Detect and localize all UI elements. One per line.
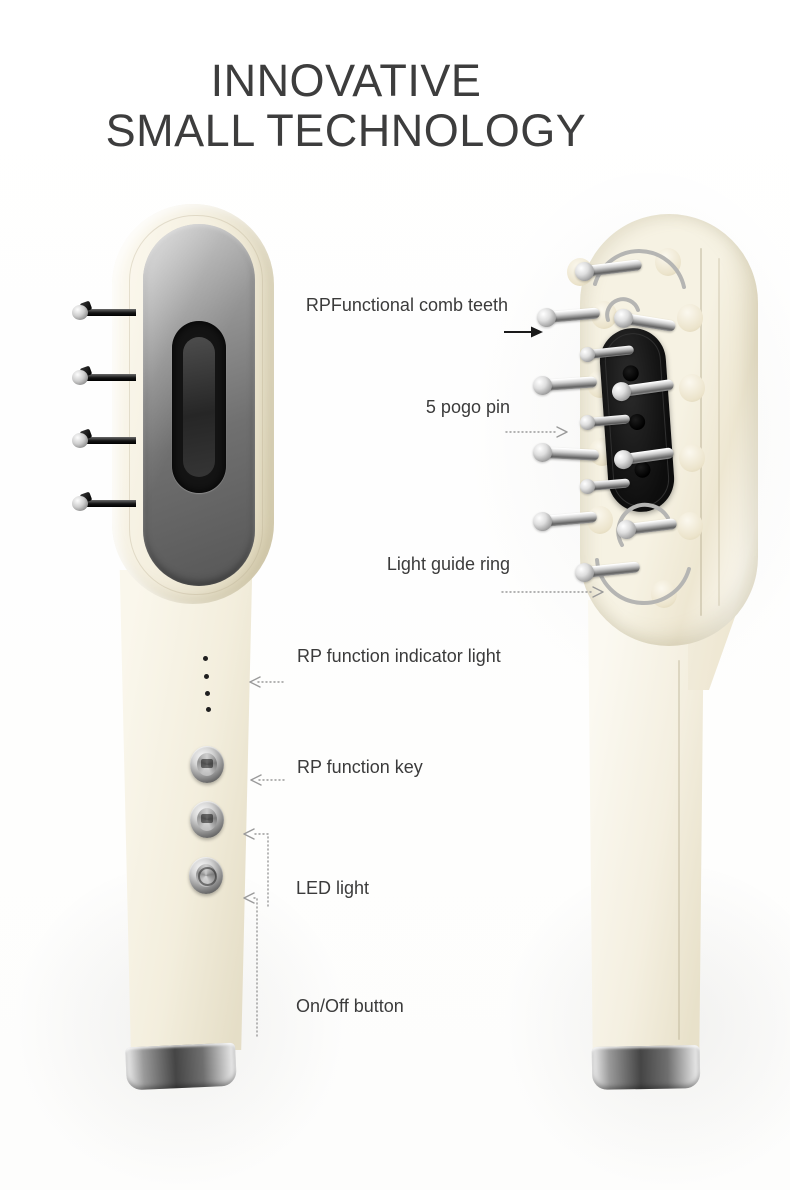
comb-tooth: [72, 300, 136, 322]
tooth-base-dome: [655, 248, 681, 276]
tooth-base-dome: [677, 512, 703, 540]
function-key-arrow: [250, 774, 288, 786]
rp-function-key-button: [190, 746, 224, 783]
on-off-button: [189, 857, 223, 894]
right-device-seam: [678, 660, 680, 1040]
left-device-window: [172, 321, 226, 493]
callout-indicator-light: RP function indicator light: [297, 646, 501, 666]
tooth-base-dome: [651, 580, 677, 608]
title-line-2: SMALL TECHNOLOGY: [105, 105, 587, 156]
indicator-light-dot: [205, 691, 210, 696]
right-device-seam: [700, 248, 702, 616]
indicator-light-arrow: [249, 676, 287, 688]
tooth-base-dome: [677, 304, 703, 332]
right-device-handle: [588, 600, 704, 1050]
led-light-button: [190, 801, 224, 838]
right-device-seam: [718, 258, 720, 606]
left-device-handle: [119, 570, 253, 1050]
right-device-metal-base: [591, 1045, 701, 1090]
left-device-display-panel: [143, 224, 255, 586]
indicator-light-dot: [204, 674, 209, 679]
indicator-light-dot: [206, 707, 211, 712]
comb-tooth: [72, 428, 136, 450]
comb-tooth: [532, 442, 600, 463]
title-line-1: INNOVATIVE: [210, 55, 482, 106]
pogo-pin-arrow: [505, 426, 568, 438]
led-light-connector: [243, 828, 269, 907]
tooth-base-dome: [679, 374, 705, 402]
page-title: INNOVATIVE SMALL TECHNOLOGY: [0, 56, 692, 156]
left-device-metal-base: [125, 1042, 237, 1091]
tooth-base-dome: [679, 444, 705, 472]
on-off-connector: [243, 892, 258, 1037]
callout-on-off-button: On/Off button: [296, 996, 404, 1016]
comb-tooth: [72, 365, 136, 387]
callout-function-key: RP function key: [297, 757, 423, 777]
callout-led-light: LED light: [296, 878, 370, 898]
comb-tooth: [72, 491, 136, 513]
comb-teeth-arrow: [504, 326, 543, 338]
indicator-light-dot: [203, 656, 208, 661]
callout-comb-teeth: RPFunctional comb teeth: [305, 295, 508, 315]
callout-pogo-pin: 5 pogo pin: [425, 397, 510, 417]
left-device-seam: [129, 215, 263, 595]
callout-light-guide-ring: Light guide ring: [386, 554, 510, 574]
